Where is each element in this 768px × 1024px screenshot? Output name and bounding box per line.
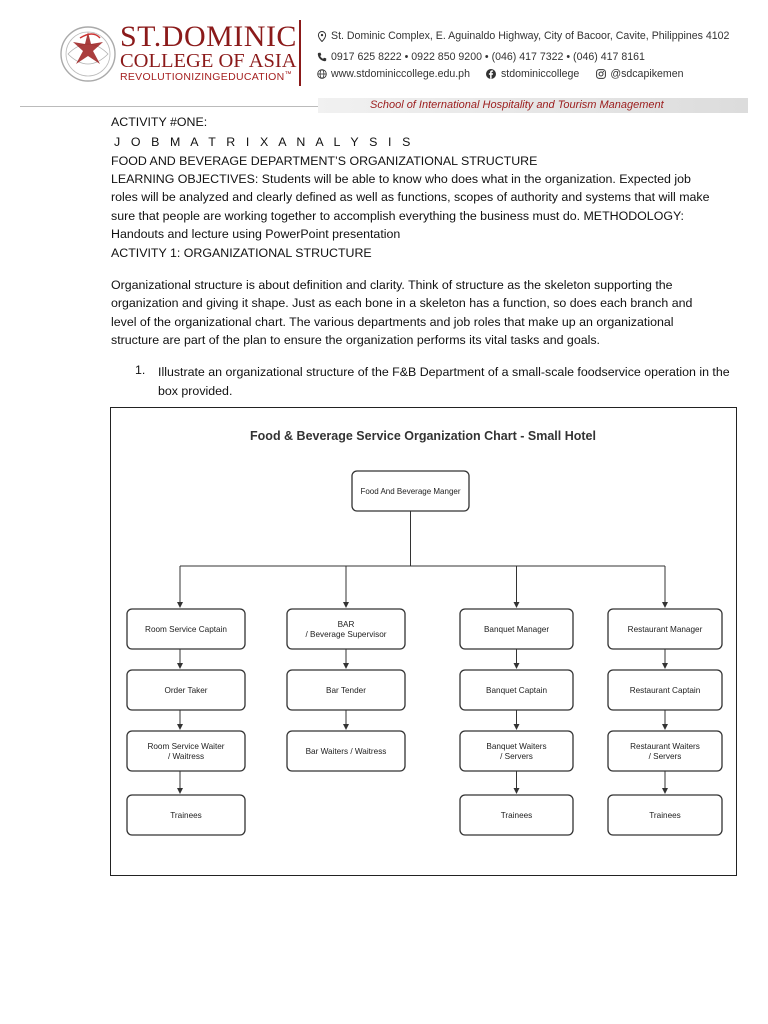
org-node <box>286 608 406 650</box>
answer-box: Food & Beverage Service Organization Cha… <box>110 407 737 876</box>
logo-tagline: RevolutionizingEducation™ <box>120 71 292 83</box>
globe-icon <box>316 69 327 80</box>
org-structure-paragraph: Organizational structure is about defini… <box>111 278 693 348</box>
contact-address: St. Dominic Complex, E. Aguinaldo Highwa… <box>316 29 729 43</box>
org-node-label: Banquet Captain <box>486 686 547 695</box>
facebook-handle[interactable]: stdominiccollege <box>500 68 580 80</box>
instagram-handle[interactable]: @sdcapikemen <box>610 68 684 80</box>
org-node <box>126 608 246 650</box>
org-node <box>459 794 574 836</box>
org-node-label: Restaurant Waiters/ Servers <box>630 742 700 761</box>
school-name: School of International Hospitality and … <box>370 99 664 111</box>
org-node-label: Bar Waiters / Waitress <box>306 747 387 756</box>
org-node-label: Room Service Waiter/ Waitress <box>147 742 224 761</box>
org-chart: Food & Beverage Service Organization Cha… <box>126 429 723 836</box>
logo-college-name: College of Asia <box>120 50 297 72</box>
header-divider <box>299 20 301 86</box>
fb-structure-title: FOOD AND BEVERAGE DEPARTMENT’S ORGANIZAT… <box>111 154 538 168</box>
org-node <box>607 730 723 772</box>
contact-web: www.stdominiccollege.edu.ph stdominiccol… <box>316 67 684 81</box>
list-item-instruction: Illustrate an organizational structure o… <box>158 365 730 398</box>
location-pin-icon <box>316 30 327 42</box>
logo-wordmark: St.Dominic <box>120 20 297 53</box>
facebook-icon <box>486 69 497 80</box>
letterhead: St.Dominic College of Asia Revolutionizi… <box>0 0 768 118</box>
org-node <box>607 794 723 836</box>
org-node-label: Room Service Captain <box>145 625 227 634</box>
job-matrix-title: J O B M A T R I X A N A L Y S I S <box>114 135 414 149</box>
school-banner <box>318 98 748 113</box>
org-node <box>126 730 246 772</box>
org-node-label: Restaurant Manager <box>628 625 703 634</box>
org-node-label: Bar Tender <box>326 686 366 695</box>
org-node-label: Order Taker <box>164 686 207 695</box>
org-node-label: Restaurant Captain <box>630 686 701 695</box>
org-node <box>286 730 406 772</box>
org-node-label: Trainees <box>170 811 202 820</box>
website-link[interactable]: www.stdominiccollege.edu.ph <box>331 68 470 80</box>
org-node <box>126 794 246 836</box>
header-rule <box>20 106 320 107</box>
contact-phones: 0917 625 8222 • 0922 850 9200 • (046) 41… <box>316 50 645 64</box>
chart-title: Food & Beverage Service Organization Cha… <box>250 429 596 443</box>
org-node <box>459 730 574 772</box>
org-node-label: Banquet Manager <box>484 625 549 634</box>
phone-icon <box>316 52 327 63</box>
org-node <box>126 669 246 711</box>
org-node-label: BAR/ Beverage Supervisor <box>305 620 386 639</box>
instagram-icon <box>595 69 606 80</box>
college-seal-icon <box>60 26 116 82</box>
list-number: 1. <box>135 363 146 377</box>
org-node-label: Trainees <box>501 811 533 820</box>
org-node-label: Banquet Waiters/ Servers <box>486 742 546 761</box>
activity-heading: ACTIVITY #ONE: <box>111 115 208 129</box>
org-node-label: Trainees <box>649 811 681 820</box>
org-node-root-label: Food And Beverage Manger <box>360 487 460 496</box>
learning-objectives: LEARNING OBJECTIVES: Students will be ab… <box>111 172 710 242</box>
activity-1-heading: ACTIVITY 1: ORGANIZATIONAL STRUCTURE <box>111 246 372 260</box>
